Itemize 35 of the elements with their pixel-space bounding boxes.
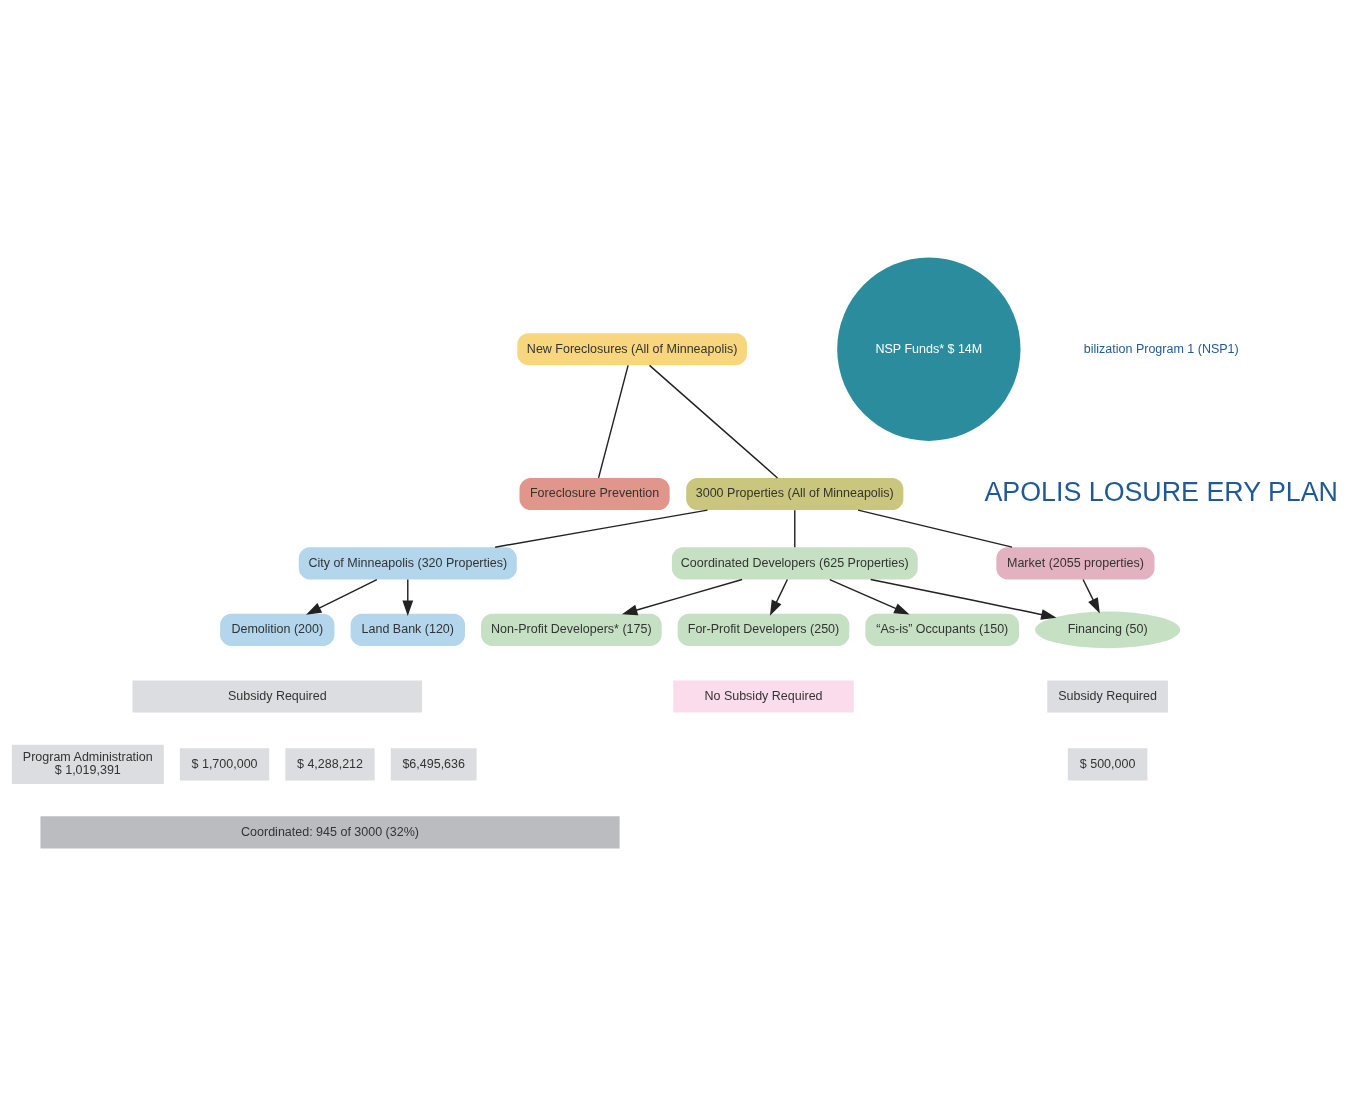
node-box: Coordinated Developers (625 Properties) — [671, 547, 918, 580]
arrow — [402, 578, 414, 616]
label: APOLIS LOSURE ERY PLAN — [984, 476, 1338, 507]
node-box: $ 1,700,000 — [179, 748, 270, 781]
node-box: For-Profit Developers (250) — [677, 613, 850, 646]
node-box: No Subsidy Required — [673, 680, 854, 713]
node-box: Non-Profit Developers* (175) — [481, 613, 662, 646]
node-box: $ 4,288,212 — [285, 748, 375, 781]
connector — [857, 509, 1013, 548]
arrow — [1082, 578, 1100, 614]
node-box: Coordinated: 945 of 3000 (32%) — [40, 816, 620, 849]
node-box: Subsidy Required — [1047, 680, 1168, 713]
node-box: New Foreclosures (All of Minneapolis) — [517, 333, 747, 366]
node-box: Land Bank (120) — [350, 613, 465, 646]
node-box: $6,495,636 — [390, 748, 477, 781]
arrow — [829, 578, 910, 615]
node-box: Demolition (200) — [220, 613, 335, 646]
arrow — [870, 578, 1057, 620]
connector — [648, 364, 779, 479]
arrow — [306, 578, 378, 615]
node-circle: NSP Funds* $ 14M — [837, 257, 1021, 441]
node-box: Market (2055 properties) — [996, 547, 1155, 580]
connector — [494, 509, 709, 548]
arrow — [621, 578, 743, 616]
node-box: Program Administration $ 1,019,391 — [11, 744, 164, 785]
connector — [597, 364, 629, 479]
arrow — [769, 578, 789, 616]
node-box: $ 500,000 — [1067, 748, 1148, 781]
node-box: “As-is” Occupants (150) — [865, 613, 1020, 646]
node-box: Subsidy Required — [132, 680, 423, 713]
node-box: City of Minneapolis (320 Properties) — [298, 547, 517, 580]
label: bilization Program 1 (NSP1) — [1083, 341, 1239, 356]
node-box: Foreclosure Prevention — [519, 477, 670, 511]
connector — [794, 509, 796, 548]
node-box: 3000 Properties (All of Minneapolis) — [686, 477, 904, 511]
